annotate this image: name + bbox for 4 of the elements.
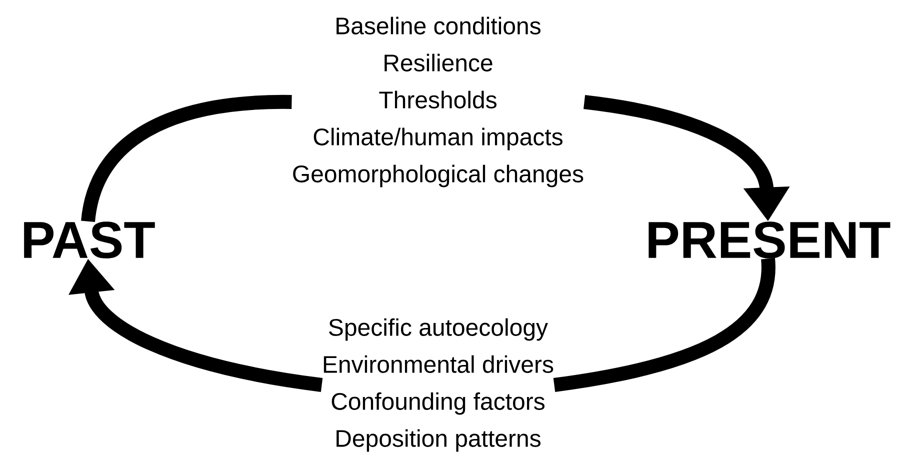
stage-label: PAST	[24, 222, 155, 258]
factor-list: Baseline conditions Resilience Thresholds Climate/human impacts Geomorphological changes	[293, 16, 584, 188]
stage-label: PRESENT	[648, 222, 890, 258]
factor-list: Specific autoecology Environmental drivers Confounding factors Deposition patterns	[324, 318, 554, 452]
